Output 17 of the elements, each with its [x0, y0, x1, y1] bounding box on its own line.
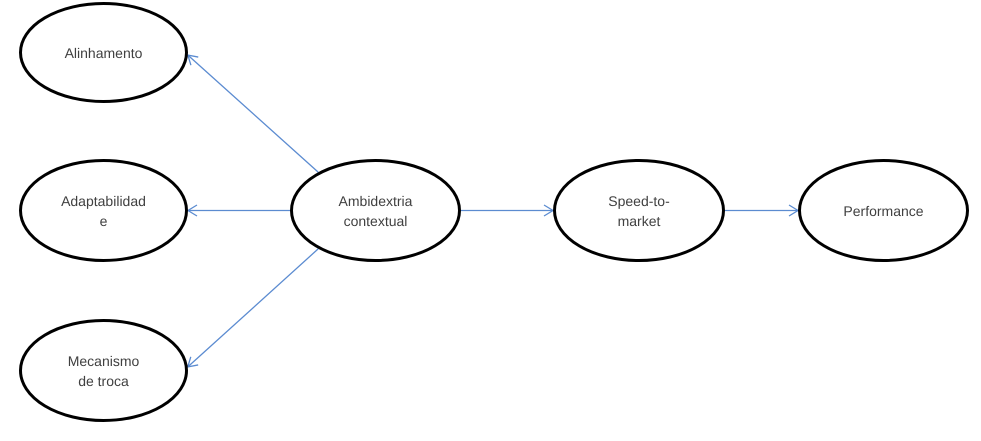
node-label: Alinhamento: [64, 44, 142, 62]
ellipse-node: [19, 2, 188, 103]
ellipse-node: [19, 319, 188, 422]
node-label: Performance: [843, 202, 924, 220]
node-label: Mecanismo de troca: [66, 352, 140, 390]
arrow: [187, 204, 290, 217]
ellipse-node: [553, 159, 725, 262]
ellipse-node: [798, 159, 969, 262]
arrow: [461, 204, 554, 217]
node-label: Speed-to-market: [607, 192, 671, 230]
ellipse-node: [19, 159, 188, 262]
node-label: Adaptabilidad e: [60, 192, 146, 230]
arrow: [187, 54, 319, 173]
arrow: [725, 204, 799, 217]
ellipse-node: [290, 159, 461, 262]
arrow: [187, 248, 319, 368]
node-label: Ambidextria contextual: [338, 192, 414, 230]
